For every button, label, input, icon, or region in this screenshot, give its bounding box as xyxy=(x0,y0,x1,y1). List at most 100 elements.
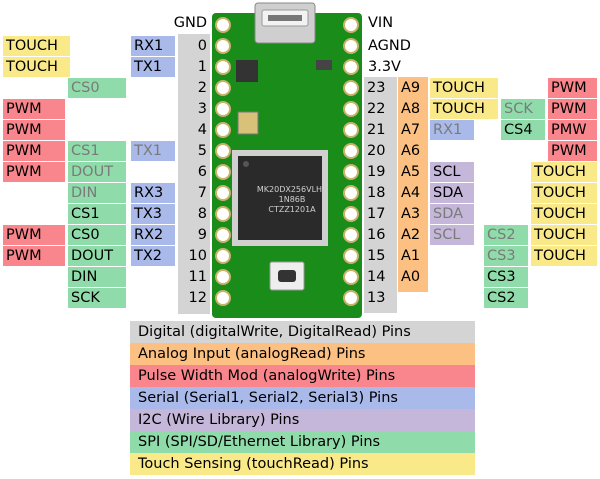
analog-pin-column xyxy=(398,77,428,292)
pads-right-column xyxy=(343,17,359,306)
chip-text-3: CTZZ1201A xyxy=(268,205,316,214)
serial-label: TX1 xyxy=(131,141,175,161)
spi-label: SCK xyxy=(68,288,126,308)
pin-pad xyxy=(215,290,231,306)
analog-pin-label: A3 xyxy=(401,206,421,222)
i2c-label: SDA xyxy=(430,183,474,203)
touch-label: TOUCH xyxy=(430,99,498,119)
digital-pin-number: 4 xyxy=(197,122,207,138)
digital-pin-number: 9 xyxy=(197,227,207,243)
spi-label: DIN xyxy=(68,267,126,287)
pwm-label: PWM xyxy=(548,99,597,119)
spi-label: CS2 xyxy=(484,288,528,308)
spi-label: DOUT xyxy=(68,162,126,182)
pin-pad xyxy=(343,101,359,117)
i2c-label: SCL xyxy=(430,225,474,245)
smd-component xyxy=(316,60,332,70)
pin-pad xyxy=(343,206,359,222)
touch-label: TOUCH xyxy=(531,225,597,245)
mcu-chip-icon: MK20DX256VLH7 1N86B CTZZ1201A xyxy=(232,150,328,246)
touch-label: TOUCH xyxy=(531,204,597,224)
digital-pin-number: 17 xyxy=(367,206,386,222)
pin-pad xyxy=(343,269,359,285)
spi-label: CS4 xyxy=(501,120,545,140)
vin-label: VIN xyxy=(368,15,394,31)
agnd-label: AGND xyxy=(368,38,411,54)
teensy-board: MK20DX256VLH7 1N86B CTZZ1201A xyxy=(212,2,362,318)
pads-left-column xyxy=(215,17,231,306)
touch-label: TOUCH xyxy=(531,246,597,266)
digital-pin-number: 7 xyxy=(197,185,207,201)
legend-item-serial: Serial (Serial1, Serial2, Serial3) Pins xyxy=(130,387,475,409)
digital-pin-number: 20 xyxy=(367,143,386,159)
pin-pad xyxy=(343,59,359,75)
gnd-label: GND xyxy=(173,15,207,31)
pin-pad xyxy=(215,164,231,180)
digital-pin-number: 2 xyxy=(197,80,207,96)
pwm-label: PWM xyxy=(3,120,65,140)
digital-pin-number: 22 xyxy=(367,101,386,117)
legend-item-digital: Digital (digitalWrite, DigitalRead) Pins xyxy=(130,321,475,343)
touch-label: TOUCH xyxy=(3,57,70,77)
digital-pin-number: 13 xyxy=(367,290,386,306)
analog-pin-label: A2 xyxy=(401,227,421,243)
digital-pin-column-right xyxy=(364,77,397,313)
pin-pad xyxy=(215,80,231,96)
spi-label: CS1 xyxy=(68,141,126,161)
pin-pad xyxy=(215,185,231,201)
pwm-label: PWM xyxy=(548,78,597,98)
serial-label: TX3 xyxy=(131,204,175,224)
touch-label: TOUCH xyxy=(531,162,597,182)
digital-pin-number: 21 xyxy=(367,122,386,138)
touch-label: TOUCH xyxy=(531,183,597,203)
digital-pin-number: 0 xyxy=(197,38,207,54)
usb-connector-icon xyxy=(254,2,316,44)
analog-pin-label: A7 xyxy=(401,122,421,138)
pwm-label: PWM xyxy=(548,141,597,161)
spi-label: DIN xyxy=(68,183,126,203)
legend-item-spi: SPI (SPI/SD/Ethernet Library) Pins xyxy=(130,431,475,453)
digital-pin-number: 8 xyxy=(197,206,207,222)
pin-pad xyxy=(215,122,231,138)
serial-label: RX1 xyxy=(430,120,474,140)
spi-label: CS3 xyxy=(484,246,528,266)
digital-pin-number: 16 xyxy=(367,227,386,243)
pin-pad xyxy=(343,17,359,33)
digital-pin-number: 14 xyxy=(367,269,386,285)
digital-pin-number: 18 xyxy=(367,185,386,201)
serial-label: TX1 xyxy=(131,57,175,77)
serial-label: RX3 xyxy=(131,183,175,203)
pin-pad xyxy=(215,38,231,54)
spi-label: DOUT xyxy=(68,246,126,266)
spi-label: CS1 xyxy=(68,204,126,224)
legend-item-touch: Touch Sensing (touchRead) Pins xyxy=(130,453,475,475)
crystal xyxy=(237,111,259,135)
digital-pin-number: 12 xyxy=(188,290,207,306)
pin-pad xyxy=(215,227,231,243)
i2c-label: SDA xyxy=(430,204,474,224)
pin-pad xyxy=(343,38,359,54)
spi-label: CS0 xyxy=(68,78,126,98)
spi-label: CS2 xyxy=(484,225,528,245)
serial-label: TX2 xyxy=(131,246,175,266)
digital-pin-number: 15 xyxy=(367,248,386,264)
chip-text-1: MK20DX256VLH7 xyxy=(257,185,327,194)
pin-pad xyxy=(343,80,359,96)
pin-pad xyxy=(215,59,231,75)
spi-label: CS3 xyxy=(484,267,528,287)
touch-label: TOUCH xyxy=(3,36,70,56)
digital-pin-number: 6 xyxy=(197,164,207,180)
v33-label: 3.3V xyxy=(368,59,401,75)
legend: Digital (digitalWrite, DigitalRead) Pins… xyxy=(130,321,475,475)
digital-pin-number: 11 xyxy=(188,269,207,285)
pin-pad xyxy=(215,101,231,117)
pwm-label: PWM xyxy=(3,246,65,266)
serial-label: RX1 xyxy=(131,36,175,56)
digital-pin-number: 5 xyxy=(197,143,207,159)
pwm-label: PMW xyxy=(548,120,597,140)
pin-pad xyxy=(215,269,231,285)
pwm-label: PWM xyxy=(3,225,65,245)
pwm-label: PWM xyxy=(3,141,65,161)
chip-text-2: 1N86B xyxy=(279,195,306,204)
analog-pin-label: A4 xyxy=(401,185,421,201)
